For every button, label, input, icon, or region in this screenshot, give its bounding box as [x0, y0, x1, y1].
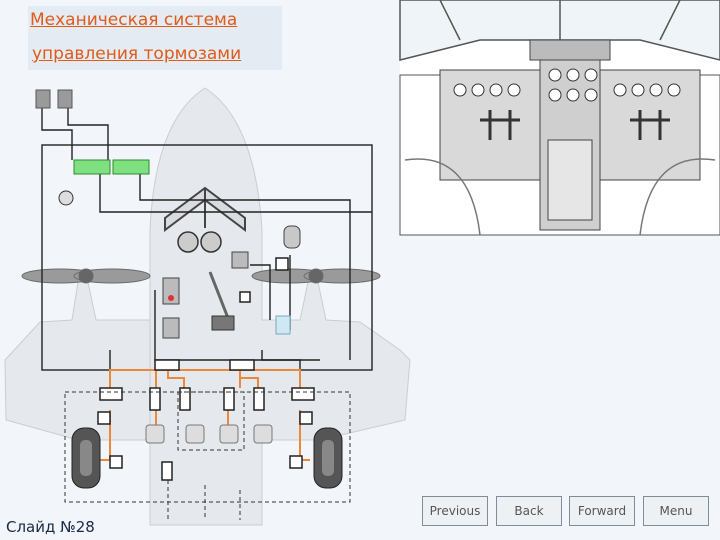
aircraft-silhouette [4, 87, 411, 526]
brake-cylinder [149, 387, 161, 411]
central-valve [161, 461, 173, 481]
brake-valve-left [99, 387, 123, 401]
wheel-right-icon [313, 427, 343, 489]
valve-box [231, 251, 249, 269]
propeller-right-icon [251, 268, 381, 284]
slide-title-line-2: управления тормозами [32, 44, 242, 64]
small-box [275, 257, 289, 271]
small-valve [109, 455, 123, 469]
pressure-gauge-icon [177, 231, 199, 253]
brake-cylinder [223, 387, 235, 411]
accumulator-icon [283, 225, 301, 249]
lever-housing [211, 315, 235, 331]
control-valve [229, 359, 255, 371]
brake-valve-right [291, 387, 315, 401]
parking-brake-button [168, 295, 174, 301]
wheel-left-icon [71, 427, 101, 489]
brake-pads [145, 424, 273, 444]
pressure-gauge-icon [200, 231, 222, 253]
back-button[interactable]: Back [496, 496, 562, 526]
cockpit-illustration [399, 0, 720, 236]
small-gauge-icon [58, 190, 74, 206]
slide-number: Слайд №28 [6, 518, 95, 536]
lever-icon [208, 271, 230, 319]
dashed-outlines [64, 391, 351, 520]
title-box [28, 6, 282, 70]
green-valve-right [112, 159, 150, 175]
lever-base [162, 317, 180, 339]
propeller-left-icon [21, 268, 151, 284]
control-valve [154, 359, 180, 371]
forward-button[interactable]: Forward [569, 496, 635, 526]
green-valve-left [73, 159, 111, 175]
small-valve [289, 455, 303, 469]
reservoir-blue [275, 315, 291, 335]
small-valve [239, 291, 251, 303]
previous-button[interactable]: Previous [422, 496, 488, 526]
brake-pedal-right-icon [57, 89, 73, 109]
brake-cylinder [253, 387, 265, 411]
parking-brake-box [162, 277, 180, 305]
brake-cylinder [179, 387, 191, 411]
slide-title-line-1: Механическая система [30, 10, 238, 30]
menu-button[interactable]: Menu [643, 496, 709, 526]
small-valve [97, 411, 111, 425]
small-valve [299, 411, 313, 425]
brake-pedal-left-icon [35, 89, 51, 109]
